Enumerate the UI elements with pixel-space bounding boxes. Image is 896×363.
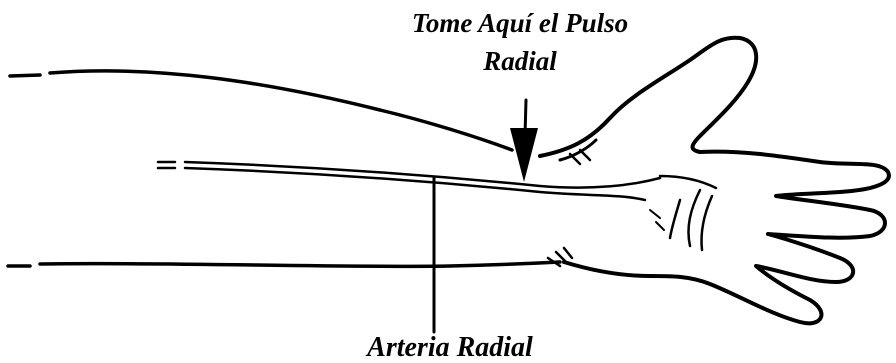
pulse-label-line1: Tome Aquí el Pulso [370, 10, 670, 37]
forearm-upper-outline [10, 71, 512, 150]
radial-artery-label: Arteria Radial [320, 334, 580, 362]
palm-creases [650, 176, 716, 250]
pulse-label-line2: Radial [440, 48, 600, 75]
radial-artery [158, 162, 660, 200]
hand-outline [548, 152, 889, 324]
pulse-arrow [510, 100, 538, 182]
forearm-lower-outline [8, 262, 560, 266]
